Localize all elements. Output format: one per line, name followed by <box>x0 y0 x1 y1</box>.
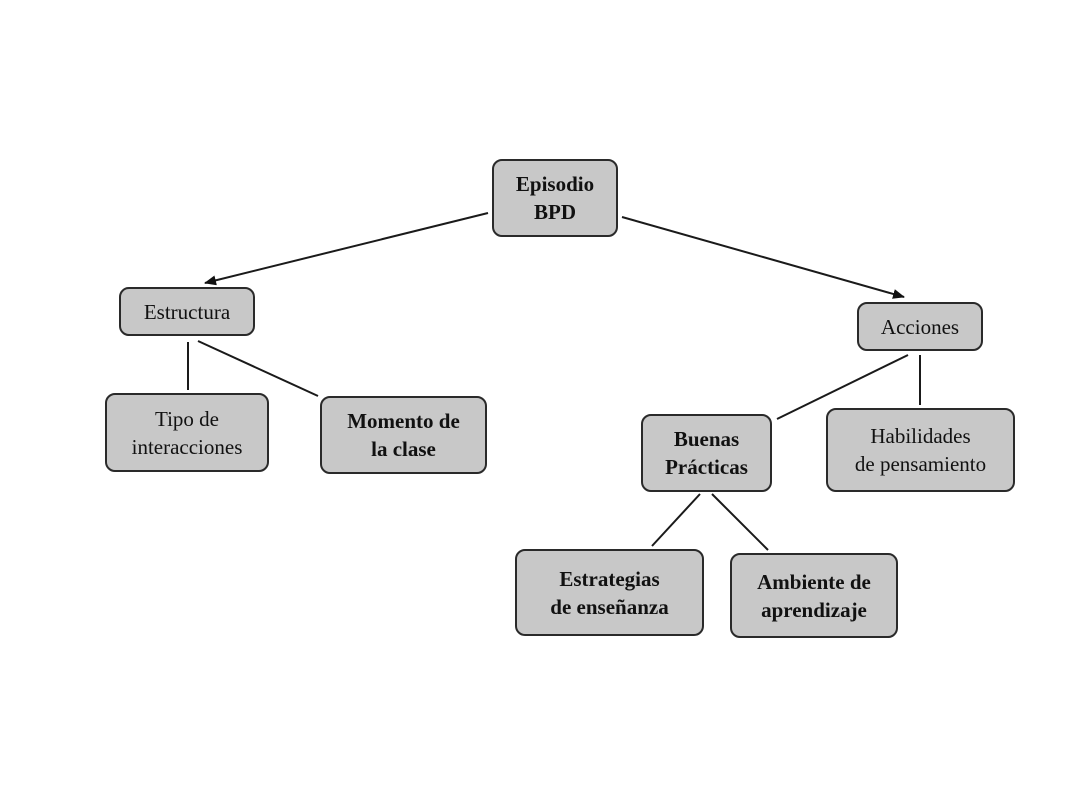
edge-buenas-estrategias <box>651 493 701 547</box>
node-estructura: Estructura <box>119 287 255 336</box>
edge-acciones-buenas <box>776 354 909 420</box>
edge-root-acciones <box>621 216 905 299</box>
node-acciones: Acciones <box>857 302 983 351</box>
node-estrategias-de-ensenanza: Estrategias de enseñanza <box>515 549 704 636</box>
node-episodio-bpd: Episodio BPD <box>492 159 618 237</box>
node-ambiente-de-aprendizaje: Ambiente de aprendizaje <box>730 553 898 638</box>
node-tipo-de-interacciones: Tipo de interacciones <box>105 393 269 472</box>
node-momento-de-la-clase: Momento de la clase <box>320 396 487 474</box>
edge-root-estructura <box>204 212 489 286</box>
node-habilidades-de-pensamiento: Habilidades de pensamiento <box>826 408 1015 492</box>
edge-estructura-momento <box>197 340 319 397</box>
edge-buenas-ambiente <box>711 493 769 551</box>
node-buenas-practicas: Buenas Prácticas <box>641 414 772 492</box>
